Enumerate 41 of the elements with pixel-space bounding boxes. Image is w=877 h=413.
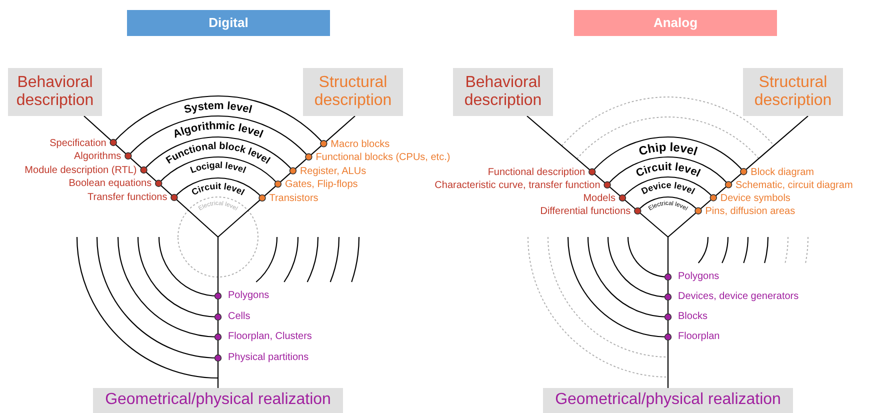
level-label: Device level <box>640 180 696 196</box>
behavior-item-label: Differential functions <box>540 206 631 218</box>
structure-item-label: Device symbols <box>720 192 790 205</box>
level-label: Circuit level <box>634 160 702 180</box>
geometry-item-label: Blocks <box>678 311 708 323</box>
level-label: Circuit level <box>190 180 246 198</box>
behavior-item-label: Functional description <box>488 166 586 179</box>
level-label: Chip level <box>637 140 700 158</box>
axis-title-box: Geometrical/physical realization <box>543 388 793 413</box>
level-label: System level <box>182 100 254 116</box>
structure-item-label: Schematic, circuit diagram <box>736 180 853 192</box>
structure-item-label: Functional blocks (CPUs, etc.) <box>316 152 450 164</box>
axis-title-box: Structural description <box>303 68 403 116</box>
geometry-item-label: Polygons <box>678 271 720 283</box>
geometry-item-label: Devices, device generators <box>678 291 799 303</box>
behavior-item-label: Transfer functions <box>88 192 168 204</box>
structure-item-label: Pins, diffusion areas <box>705 206 796 218</box>
geometry-item-label: Polygons <box>228 290 270 302</box>
behavior-item-label: Characteristic curve, transfer function <box>434 180 600 192</box>
structure-item-label: Register, ALUs <box>300 166 366 178</box>
geometry-item-label: Cells <box>228 311 250 323</box>
geometry-item-label: Physical partitions <box>228 352 309 364</box>
behavior-item-label: Specification <box>50 138 106 150</box>
axis-title-box: Geometrical/physical realization <box>93 388 343 413</box>
behavior-item-label: Module description (RTL) <box>24 164 137 177</box>
structure-item-label: Block diagram <box>750 166 814 179</box>
structure-item-label: Transistors <box>269 192 318 205</box>
axis-title-box: Structural description <box>743 68 843 116</box>
level-label: Algorithmic level <box>172 120 265 141</box>
geometry-item-label: Floorplan, Clusters <box>228 331 312 343</box>
title-bar: Analog <box>574 10 777 36</box>
title-bar: Digital <box>127 10 330 36</box>
behavior-item-label: Algorithms <box>74 150 122 163</box>
structure-item-label: Gates, Flip-flops <box>284 179 358 192</box>
axis-title-box: Behavioral description <box>8 68 102 116</box>
level-label: Locigal level <box>188 160 248 176</box>
behavior-item-label: Boolean equations <box>68 178 152 190</box>
geometry-item-label: Floorplan <box>678 331 720 343</box>
axis-title-box: Behavioral description <box>453 68 553 116</box>
behavior-item-label: Models <box>583 192 616 205</box>
structure-item-label: Macro blocks <box>330 138 390 151</box>
